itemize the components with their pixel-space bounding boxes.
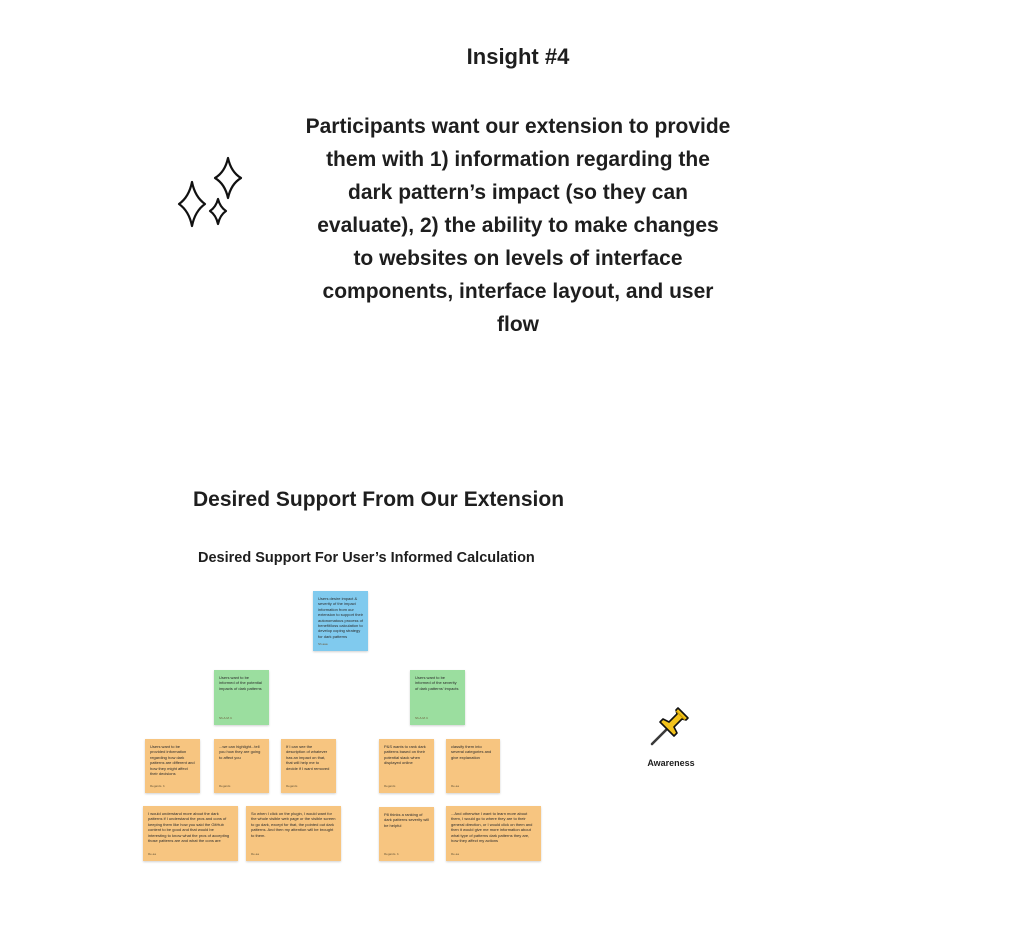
sticky-note-author: Sh.A.M. b: [415, 715, 429, 720]
sticky-note-author: Regards. b: [384, 851, 399, 856]
sticky-note-root[interactable]: Users desire impact & severity of the im…: [313, 591, 368, 651]
pushpin-icon[interactable]: [648, 703, 694, 747]
sticky-note-text: I would understand more about the dark p…: [148, 811, 230, 844]
insight-line: them with 1) information regarding the: [326, 148, 710, 171]
insight-line: components, interface layout, and user: [322, 280, 714, 303]
sticky-note-author: Sh.aaa: [318, 641, 328, 646]
insight-line: to websites on levels of interface: [353, 247, 683, 270]
sticky-note-author: Regards: [384, 783, 396, 788]
sticky-note[interactable]: P8 thinks a ranking of dark patterns sev…: [379, 807, 434, 861]
insight-line: evaluate), 2) the ability to make change…: [317, 214, 719, 237]
insight-statement: Participants want our extension to provi…: [294, 110, 742, 341]
sticky-note[interactable]: classify them into several categories an…: [446, 739, 500, 793]
sticky-note-text: Users want to be provided information re…: [150, 744, 195, 777]
sticky-note[interactable]: Users want to be provided information re…: [145, 739, 200, 793]
sticky-note-potential-impacts[interactable]: Users want to be informed of the potenti…: [214, 670, 269, 725]
sticky-note[interactable]: So when I click on the plugin, I would w…: [246, 806, 341, 861]
sticky-note[interactable]: ...we can highlight...tell you how they …: [214, 739, 269, 793]
sticky-note-author: Sh.A.M. b: [219, 715, 233, 720]
sticky-note-text: Users want to be informed of the potenti…: [219, 675, 262, 691]
sticky-note-text: P8 thinks a ranking of dark patterns sev…: [384, 812, 429, 828]
sticky-note[interactable]: I would understand more about the dark p…: [143, 806, 238, 861]
sticky-note-text: Users want to be informed of the severit…: [415, 675, 459, 691]
pin-label: Awareness: [647, 758, 695, 768]
sticky-note-text: P&S wants to rank dark patterns based on…: [384, 744, 426, 766]
sticky-note-text: classify them into several categories an…: [451, 744, 492, 760]
sticky-note[interactable]: ...And otherwise I want to learn more ab…: [446, 806, 541, 861]
sticky-note-author: Re.aa: [451, 851, 460, 856]
insight-line: dark pattern’s impact (so they can: [348, 181, 688, 204]
sticky-note-severity[interactable]: Users want to be informed of the severit…: [410, 670, 465, 725]
sparkles-icon: [177, 156, 243, 228]
sticky-note-text: Users desire impact & severity of the im…: [318, 596, 363, 639]
sticky-note-author: Regards. b: [150, 783, 165, 788]
sticky-note-text: ...And otherwise I want to learn more ab…: [451, 811, 533, 844]
sticky-note-author: Re.aa: [148, 851, 157, 856]
sticky-note-text: ...we can highlight...tell you how they …: [219, 744, 261, 760]
sticky-note-author: Regards: [286, 783, 298, 788]
sticky-note-author: Re.aa: [451, 783, 460, 788]
sticky-note-author: Regards: [219, 783, 231, 788]
sticky-note-text: If I can see the description of whatever…: [286, 744, 330, 771]
insight-line: flow: [497, 313, 539, 336]
sticky-note[interactable]: P&S wants to rank dark patterns based on…: [379, 739, 434, 793]
section-title: Desired Support From Our Extension: [193, 488, 565, 511]
sticky-note[interactable]: If I can see the description of whatever…: [281, 739, 336, 793]
sticky-note-author: Re.aa: [251, 851, 260, 856]
sticky-note-text: So when I click on the plugin, I would w…: [251, 811, 336, 838]
insight-line: Participants want our extension to provi…: [305, 115, 731, 138]
insight-title: Insight #4: [466, 44, 570, 69]
cluster-title: Desired Support For User’s Informed Calc…: [198, 550, 535, 566]
